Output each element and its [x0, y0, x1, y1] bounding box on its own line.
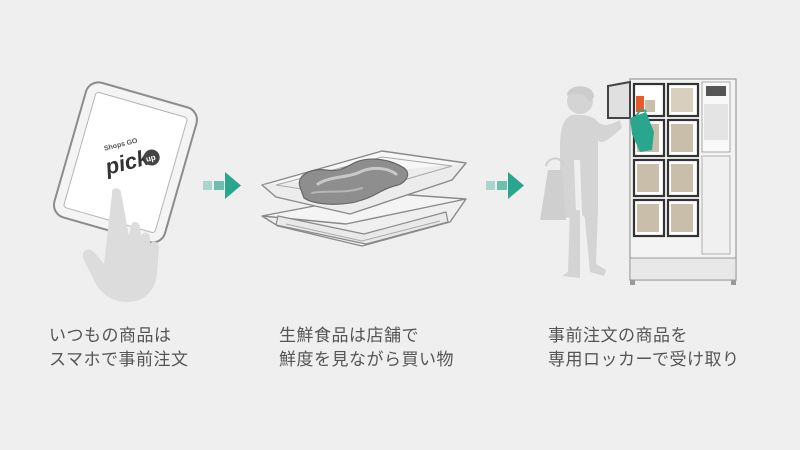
locker-pickup-illustration — [540, 78, 737, 285]
fresh-food-tray-illustration — [261, 150, 467, 247]
app-logo: Shops GO pick up — [102, 137, 160, 180]
step-3-line-1: 事前注文の商品を — [548, 326, 688, 346]
customer-silhouette — [560, 86, 622, 278]
step-3-caption: 事前注文の商品を 専用ロッカーで受け取り — [548, 324, 739, 372]
step-3-line-2: 専用ロッカーで受け取り — [548, 350, 740, 370]
step-2-line-2: 鮮度を見ながら買い物 — [279, 350, 454, 370]
app-logo-badge: up — [145, 153, 157, 164]
flow-arrow-2 — [486, 172, 524, 199]
step-2-line-1: 生鮮食品は店舗で — [279, 326, 419, 346]
step-1-line-2: スマホで事前注文 — [49, 350, 189, 370]
shopping-bag-icon — [540, 157, 566, 220]
step-1-line-1: いつもの商品は — [49, 326, 172, 346]
meat-icon — [298, 158, 409, 205]
locker-icon — [607, 78, 737, 285]
tablet-illustration: Shops GO pick up — [52, 81, 198, 302]
flow-arrow-1 — [203, 172, 241, 199]
teal-bag-icon — [630, 112, 654, 152]
step-2-caption: 生鮮食品は店舗で 鮮度を見ながら買い物 — [279, 324, 454, 372]
hand-icon — [82, 188, 159, 302]
step-1-caption: いつもの商品は スマホで事前注文 — [49, 324, 189, 372]
